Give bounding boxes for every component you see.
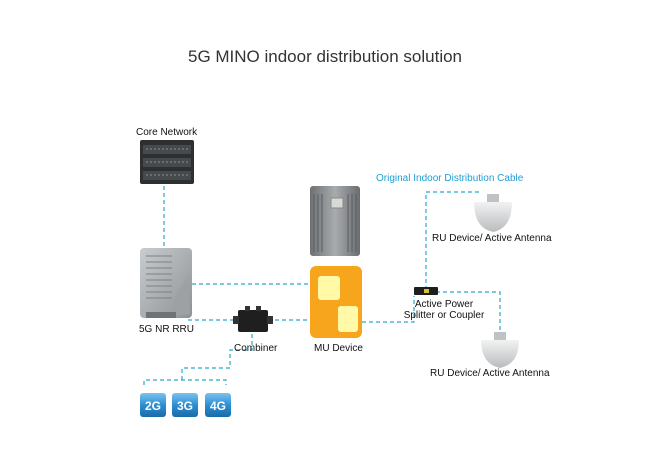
network-2g-label: 2G [145, 399, 161, 413]
network-2g-icon: 2G [140, 393, 166, 417]
ru-antenna-top-icon [474, 194, 512, 232]
link-mu-to-splitter [362, 296, 415, 323]
splitter-icon [414, 287, 438, 295]
link-combiner-to-networks [181, 334, 253, 380]
link-network-bracket [143, 379, 227, 385]
combiner-icon [233, 306, 273, 332]
combiner-label: Combiner [234, 343, 278, 354]
mu-device-icon [310, 266, 362, 338]
cable-label: Original Indoor Distribution Cable [376, 173, 524, 184]
diagram-title: 5G MINO indoor distribution solution [187, 47, 463, 66]
splitter-label: Active Power Splitter or Coupler [394, 299, 494, 321]
link-splitter-to-ru-top [425, 191, 480, 290]
network-3g-label: 3G [177, 399, 193, 413]
rru-icon [140, 248, 192, 318]
core-network-label: Core Network [136, 127, 198, 138]
mu-device-label: MU Device [314, 343, 363, 354]
splitter-label-line2: Splitter or Coupler [403, 310, 485, 321]
mu-chassis-icon [310, 186, 360, 256]
ru-bottom-label: RU Device/ Active Antenna [430, 368, 550, 379]
link-splitter-to-ru-bottom [436, 291, 501, 336]
ru-antenna-bottom-icon [481, 332, 519, 368]
network-4g-label: 4G [210, 399, 226, 413]
network-4g-icon: 4G [205, 393, 231, 417]
core-network-icon [140, 140, 194, 184]
ru-top-label: RU Device/ Active Antenna [432, 233, 552, 244]
splitter-label-line1: Active Power [414, 299, 474, 310]
network-3g-icon: 3G [172, 393, 198, 417]
rru-label: 5G NR RRU [139, 324, 195, 335]
